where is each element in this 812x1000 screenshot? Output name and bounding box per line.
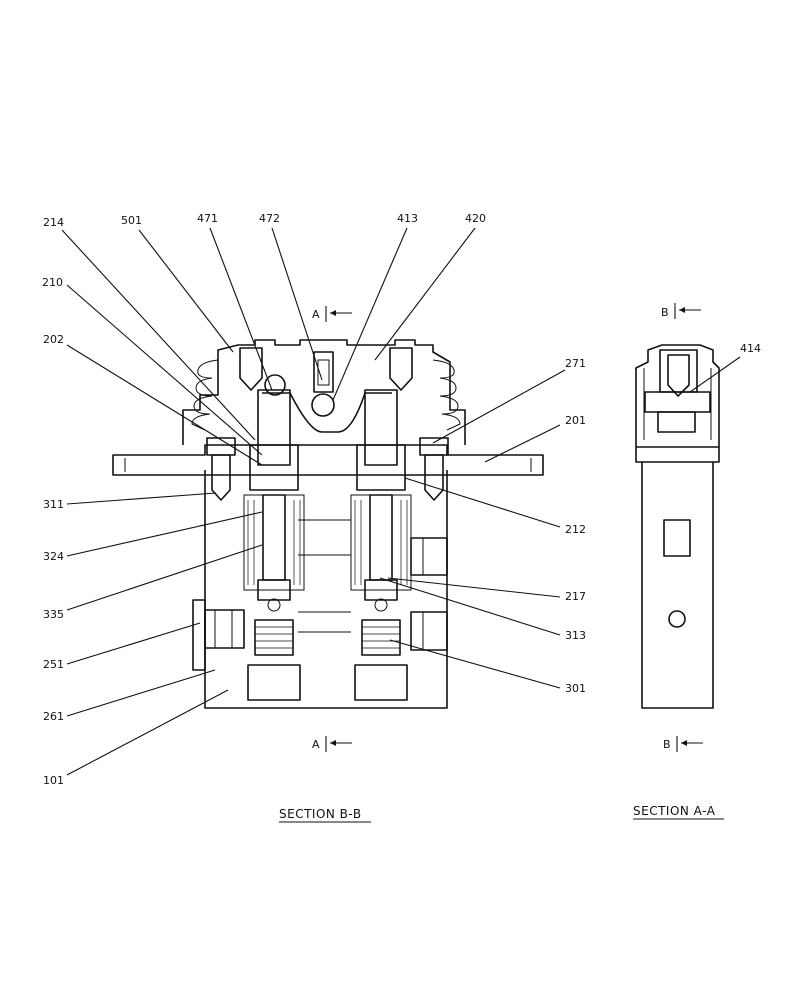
- cut-letter: B: [663, 738, 671, 751]
- cut-letter: A: [312, 308, 320, 321]
- callout-217: 217: [565, 590, 586, 603]
- callout-301: 301: [565, 682, 586, 695]
- leader-212: [404, 477, 561, 528]
- leader-271: [432, 369, 566, 444]
- svg-text:SECTION A-A: SECTION A-A: [633, 804, 716, 818]
- callout-324: 324: [43, 550, 64, 563]
- leader-201: [484, 424, 561, 463]
- leader-313: [379, 577, 561, 636]
- callout-271: 271: [565, 357, 586, 370]
- leader-301: [389, 639, 561, 689]
- callout-251: 251: [43, 658, 64, 671]
- cut-marker-a-bottom: A: [312, 736, 352, 752]
- callout-214: 214: [43, 216, 64, 229]
- section-bb-view: [112, 339, 544, 709]
- callout-420: 420: [465, 212, 486, 225]
- leader-lines: [61, 227, 741, 776]
- callout-261: 261: [43, 710, 64, 723]
- cut-letter: B: [661, 306, 669, 319]
- cut-letter: A: [312, 738, 320, 751]
- cut-marker-a-top: A: [312, 306, 352, 322]
- callout-472: 472: [259, 212, 280, 225]
- callout-471: 471: [197, 212, 218, 225]
- leader-413: [332, 227, 408, 401]
- leader-217: [387, 577, 561, 598]
- callout-labels: 214 501 471 472 413 420 210 202 271 201 …: [42, 212, 761, 787]
- section-aa-view: [635, 344, 720, 709]
- callout-311: 311: [43, 498, 64, 511]
- cut-marker-b-bottom: B: [663, 736, 703, 752]
- leader-251: [66, 622, 201, 665]
- callout-414: 414: [740, 342, 761, 355]
- callout-201: 201: [565, 414, 586, 427]
- leader-472: [271, 227, 323, 381]
- callout-202: 202: [43, 333, 64, 346]
- callout-413: 413: [397, 212, 418, 225]
- leader-202: [66, 344, 263, 466]
- callout-501: 501: [121, 214, 142, 227]
- callout-101: 101: [43, 774, 64, 787]
- callout-210: 210: [42, 276, 63, 289]
- leader-210: [66, 284, 263, 456]
- caption-section-aa: SECTION A-A: [633, 804, 724, 820]
- callout-212: 212: [565, 523, 586, 536]
- callout-335: 335: [43, 608, 64, 621]
- leader-501: [138, 229, 234, 353]
- leader-261: [66, 669, 216, 717]
- leader-420: [374, 227, 476, 361]
- leader-214: [61, 229, 256, 441]
- leader-311: [66, 492, 217, 505]
- caption-section-bb: SECTION B-B: [279, 807, 371, 823]
- leader-414: [689, 356, 741, 393]
- svg-text:SECTION B-B: SECTION B-B: [279, 807, 362, 821]
- leader-101: [66, 689, 229, 776]
- cut-marker-b-top: B: [661, 303, 701, 319]
- callout-313: 313: [565, 629, 586, 642]
- leader-324: [66, 511, 263, 557]
- leader-335: [66, 544, 263, 611]
- leader-471: [209, 227, 273, 391]
